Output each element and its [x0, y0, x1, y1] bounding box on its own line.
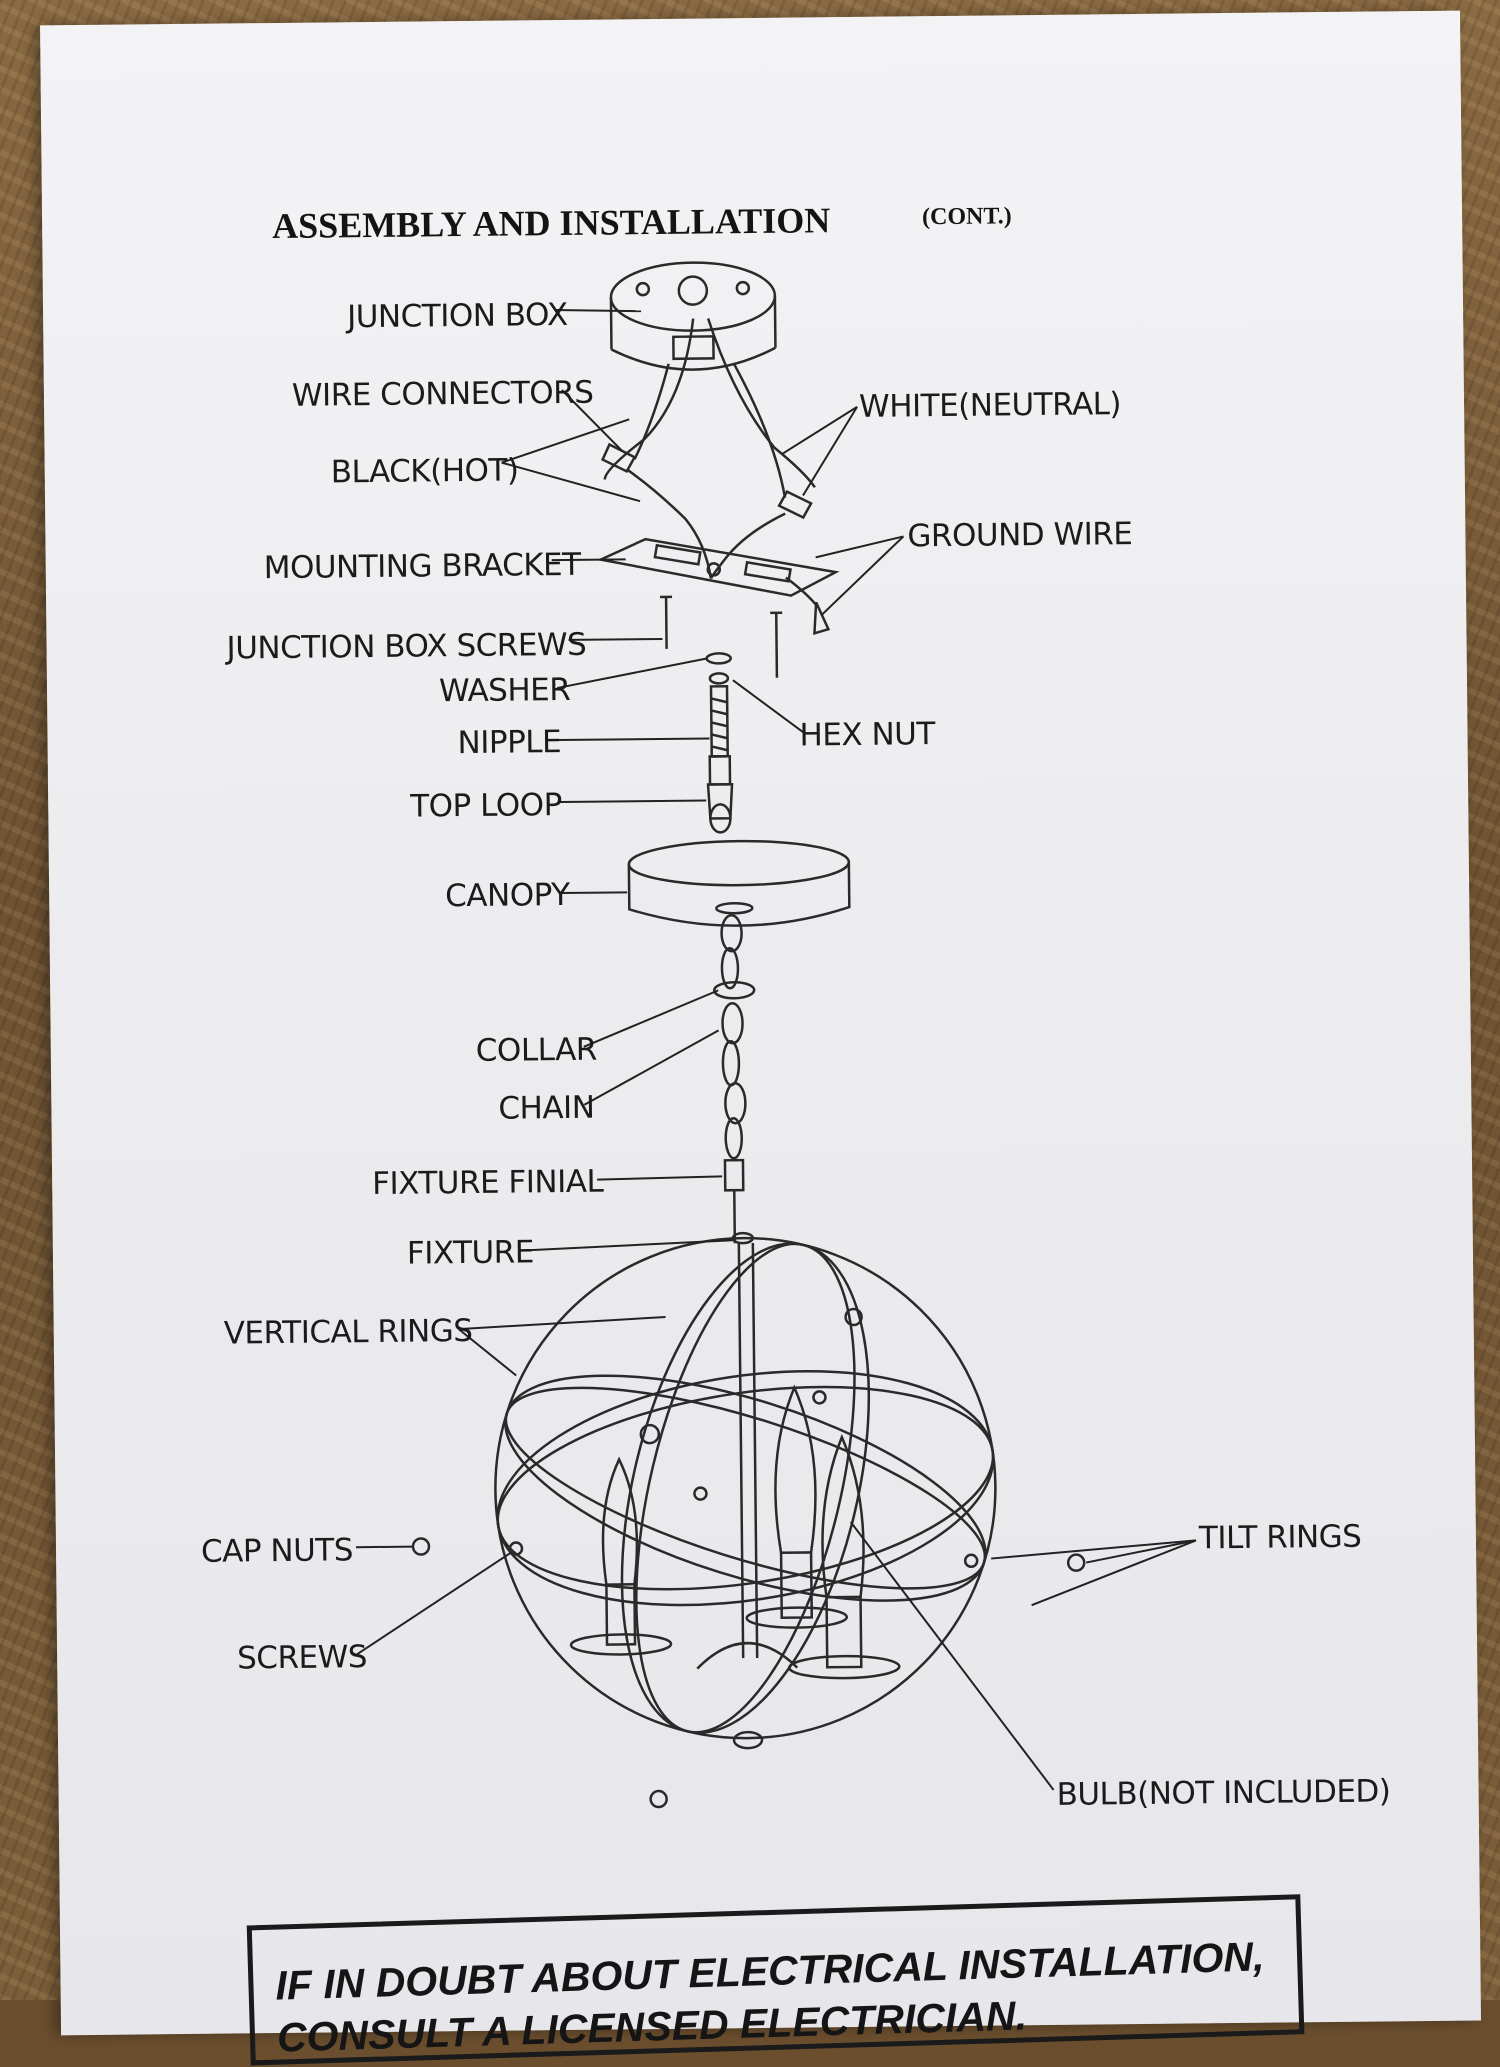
label-fixture: FIXTURE	[407, 1234, 534, 1271]
top-loop-drawing	[708, 756, 733, 832]
label-junction-box-screws: JUNCTION BOX SCREWS	[224, 627, 586, 667]
label-washer: WASHER	[439, 672, 571, 709]
label-wire-connectors: WIRE CONNECTORS	[292, 375, 594, 414]
label-mounting-bracket: MOUNTING BRACKET	[264, 547, 583, 586]
label-chain: CHAIN	[498, 1090, 594, 1127]
label-top-loop: TOP LOOP	[409, 787, 562, 825]
label-cap-nuts: CAP NUTS	[201, 1532, 353, 1570]
label-ground-wire: GROUND WIRE	[907, 516, 1132, 554]
label-tilt-rings: TILT RINGS	[1198, 1519, 1362, 1557]
label-junction-box: JUNCTION BOX	[345, 297, 568, 335]
label-bulb-not-included: BULB(NOT INCLUDED)	[1056, 1773, 1390, 1812]
label-collar: COLLAR	[476, 1032, 597, 1069]
fixture-sphere-drawing	[410, 1215, 1087, 1810]
black-wire-box	[603, 319, 695, 480]
label-vertical-rings: VERTICAL RINGS	[224, 1313, 473, 1352]
nipple-assembly-drawing	[707, 653, 732, 756]
chain-drawing	[713, 915, 756, 1190]
junction-box-screws-drawing	[660, 596, 783, 679]
electrician-warning-box: IF IN DOUBT ABOUT ELECTRICAL INSTALLATIO…	[247, 1894, 1305, 2065]
assembly-diagram: ASSEMBLY AND INSTALLATION (CONT.)	[40, 11, 1481, 2026]
white-wire-box	[708, 317, 815, 488]
label-black-hot: BLACK(HOT)	[331, 452, 519, 490]
label-canopy: CANOPY	[445, 877, 570, 914]
label-white-neutral: WHITE(NEUTRAL)	[859, 386, 1121, 425]
label-nipple: NIPPLE	[457, 724, 561, 761]
junction-box-drawing	[611, 262, 776, 371]
label-hex-nut: HEX NUT	[799, 716, 936, 753]
instruction-sheet: ASSEMBLY AND INSTALLATION (CONT.)	[40, 11, 1481, 2036]
label-screws: SCREWS	[237, 1639, 367, 1676]
label-fixture-finial: FIXTURE FINIAL	[372, 1164, 605, 1202]
page-title-suffix: (CONT.)	[922, 203, 1012, 230]
wire-connector-drawing	[602, 442, 811, 519]
page-title: ASSEMBLY AND INSTALLATION	[272, 200, 831, 246]
canopy-drawing	[629, 840, 850, 927]
